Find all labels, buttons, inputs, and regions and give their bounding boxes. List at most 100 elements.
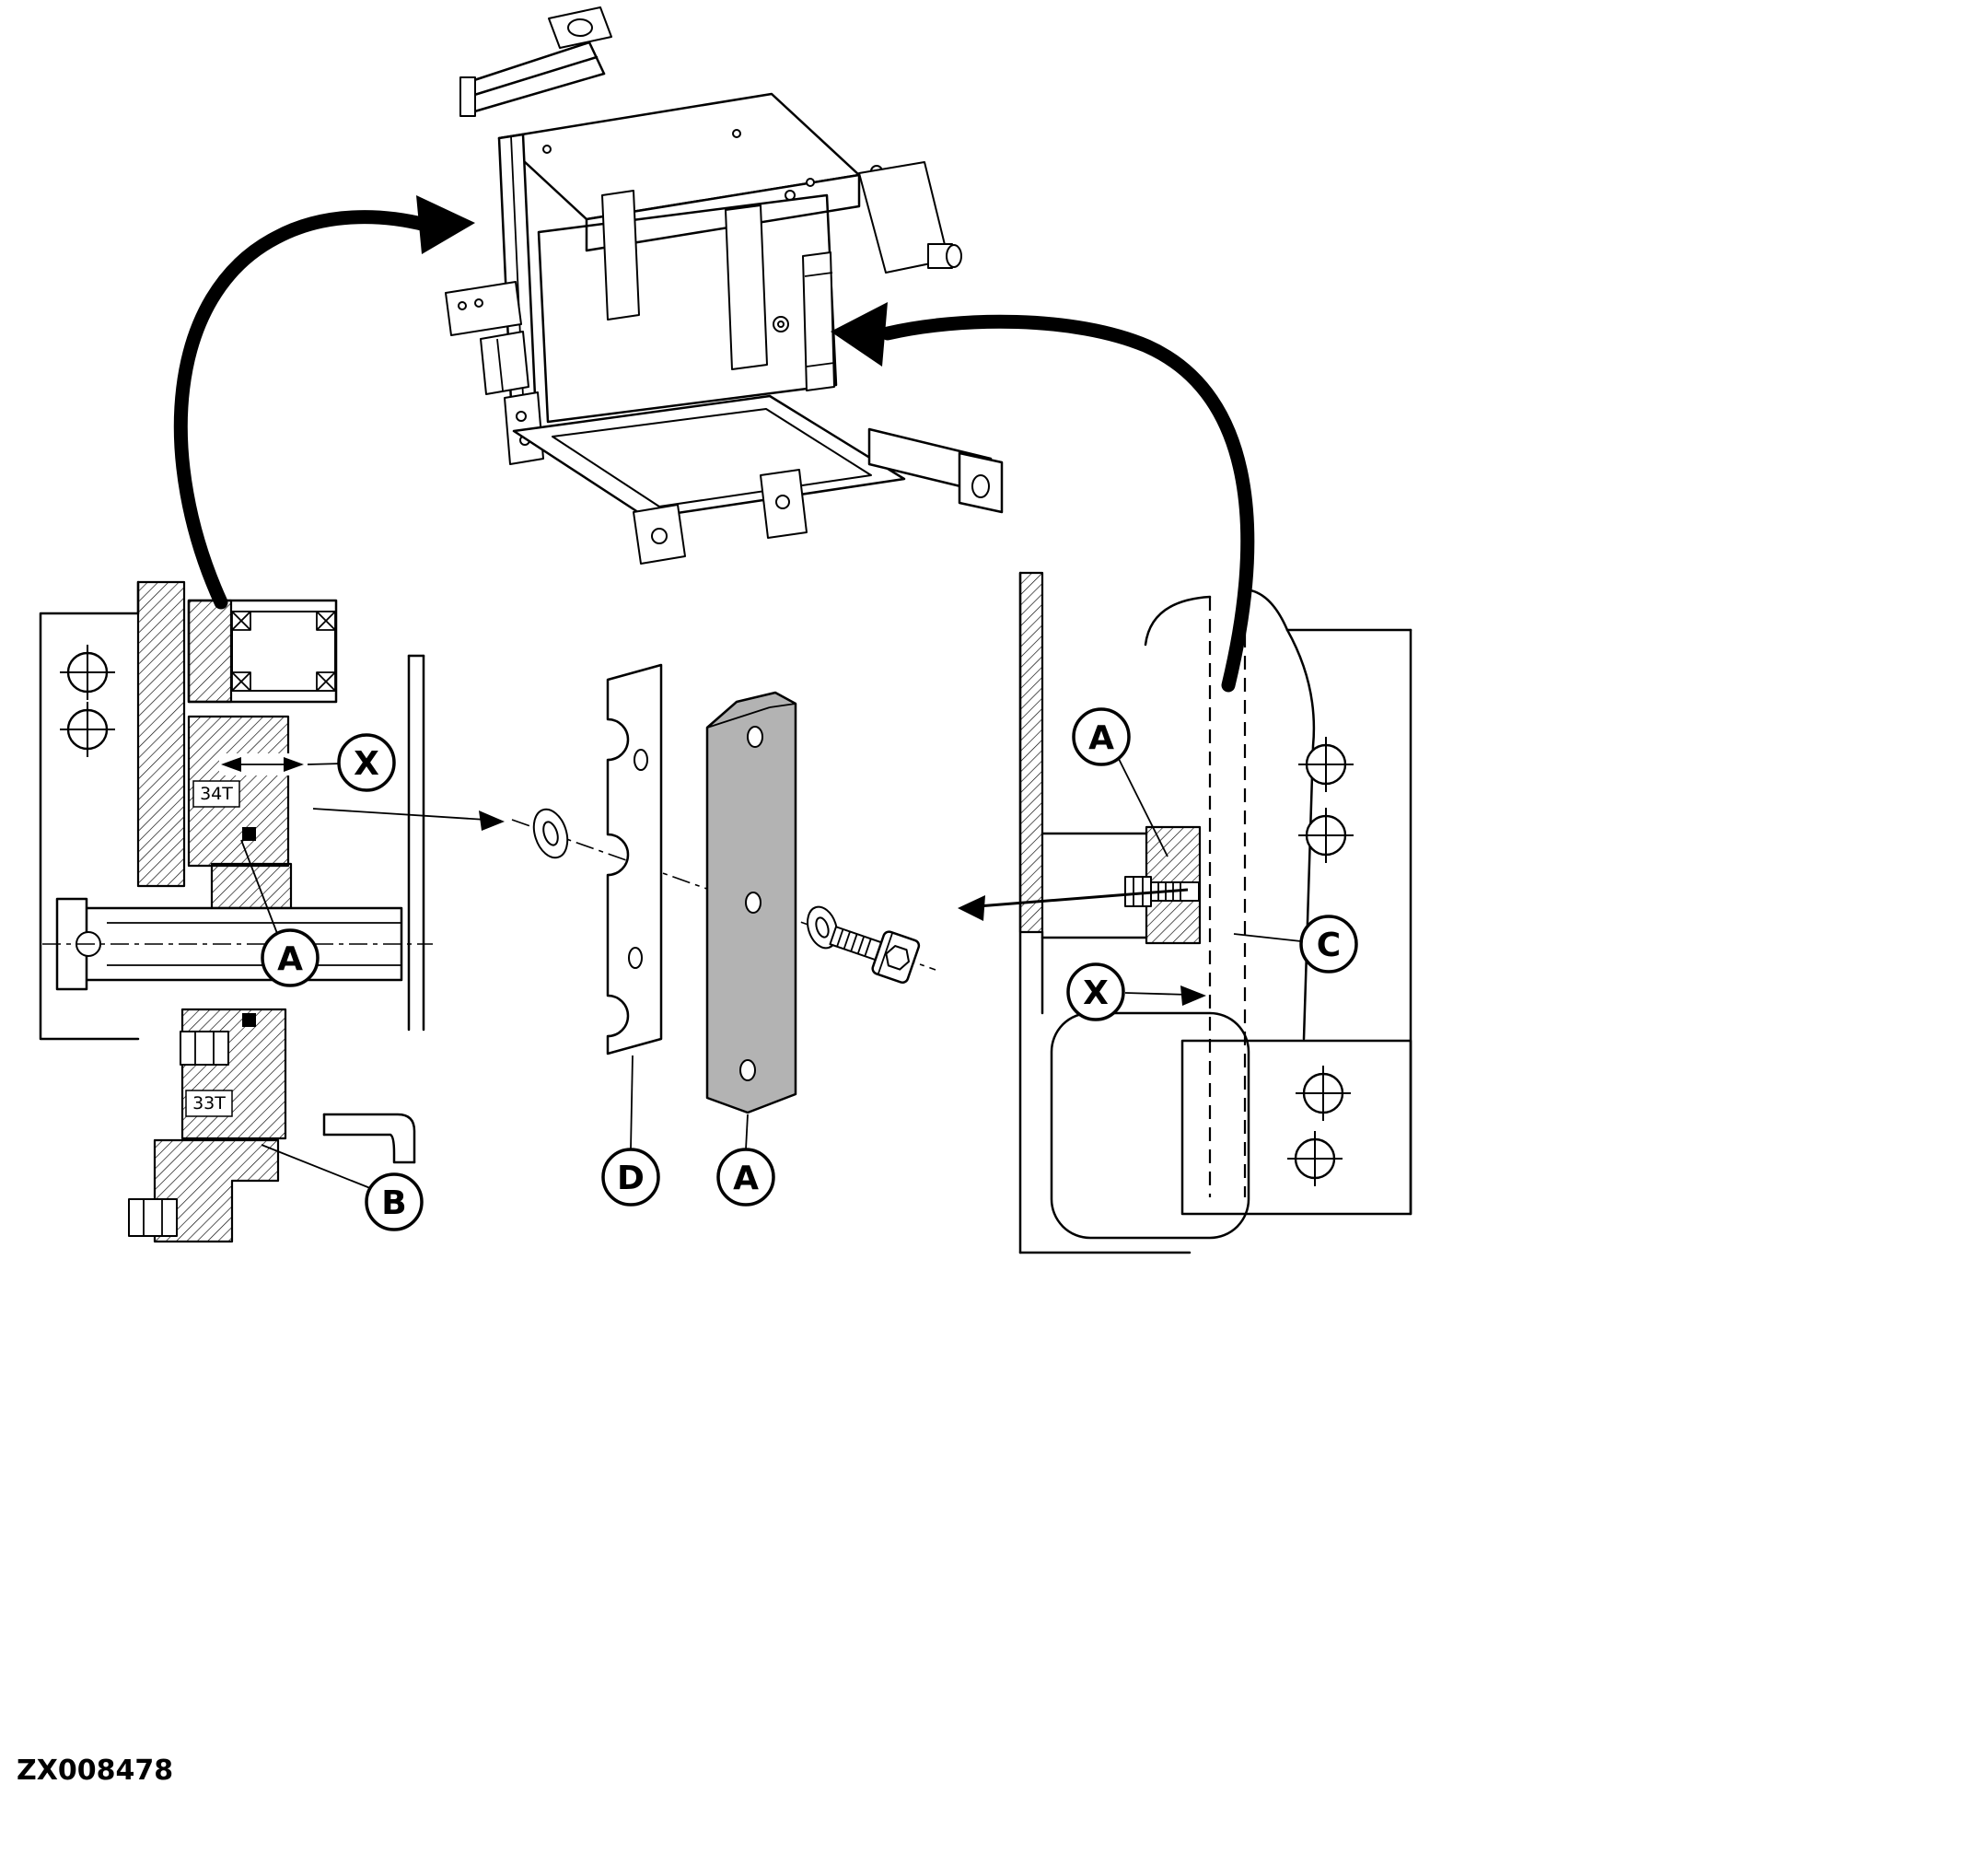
svg-text:D: D (617, 1160, 645, 1197)
gear-upper-label-box (192, 780, 240, 808)
gear-lower-section (180, 1008, 287, 1140)
foot-hole (775, 495, 790, 509)
curved-arrow-left-head-icon (416, 195, 475, 254)
center-mark-icon (1294, 1064, 1353, 1123)
housing-opening (1050, 1011, 1250, 1240)
panel-left-edge (1285, 628, 1316, 1041)
callout-x-left: X (337, 733, 396, 792)
bolt-bottom (128, 1198, 178, 1237)
left-hanger (504, 391, 544, 465)
screw-icon (474, 298, 483, 308)
leader-arrow-icon (479, 810, 505, 831)
frame-assembly-drawing (445, 6, 1004, 565)
center-mark-icon (1285, 1129, 1344, 1188)
inner-slot (601, 190, 640, 321)
left-bracket (445, 281, 522, 336)
wall-section (1018, 571, 1044, 934)
washer-icon (532, 808, 569, 859)
right-inner-bar (802, 251, 835, 391)
clevis-slot (496, 338, 504, 391)
plate-a-hole (747, 726, 763, 748)
plate-d-hole (628, 947, 643, 969)
hub-section (210, 862, 293, 910)
plate-a-hole (739, 1059, 756, 1081)
callout-leader (745, 1114, 749, 1150)
callout-leader (240, 839, 279, 937)
bar-detail (804, 272, 833, 277)
right-section-view: A C X (958, 571, 1413, 1254)
center-mark-icon (1296, 735, 1355, 794)
channel-rail (470, 41, 591, 83)
insertion-line (977, 888, 1189, 908)
tube-top (1144, 595, 1212, 647)
figure-code: ZX008478 (17, 1755, 173, 1787)
curved-arrow-right-head-icon (831, 302, 888, 367)
dim-line (1124, 992, 1189, 996)
svg-text:A: A (733, 1160, 759, 1197)
screw-icon (777, 321, 785, 328)
bar-detail (806, 362, 835, 367)
insertion-arrow-icon (958, 895, 985, 921)
plate-d (606, 663, 663, 1055)
callout-c-tube: C (1299, 915, 1358, 974)
callout-leader (1117, 756, 1168, 857)
channel-rail (470, 72, 606, 114)
bolt-mid (180, 1031, 229, 1066)
left-section-view: 34T 33T (39, 580, 505, 1243)
plate-a-bevel (706, 706, 771, 729)
svg-text:X: X (354, 745, 379, 783)
left-clevis (480, 331, 529, 395)
channel-end (459, 76, 476, 117)
center-post (725, 204, 768, 370)
gear-lower-label-box (185, 1090, 233, 1117)
svg-text:A: A (277, 940, 303, 978)
center-mark-icon (58, 700, 117, 759)
plate-d-hole (634, 749, 648, 771)
channel-end-line (587, 41, 606, 76)
key-icon (242, 827, 256, 841)
callout-leader (261, 1144, 371, 1189)
bearing-rollers-icon (231, 611, 336, 692)
callout-leader (630, 1055, 634, 1150)
bolt-head (1124, 876, 1152, 907)
center-mark-icon (1296, 806, 1355, 865)
callout-d-plate: D (601, 1148, 660, 1207)
wall-section (136, 580, 186, 888)
callout-x-right: X (1066, 962, 1125, 1021)
lower-bracket-section (153, 1138, 280, 1243)
l-bracket (322, 1133, 416, 1164)
gear-lower-label: 33T (192, 1093, 226, 1114)
screw-icon (542, 145, 552, 154)
svg-text:A: A (1088, 719, 1114, 757)
curved-arrow-left (173, 210, 433, 610)
channel-rail (470, 55, 599, 98)
lower-block (1180, 1039, 1413, 1216)
foot-hole (651, 528, 668, 544)
frame-opening (537, 193, 838, 424)
screw-icon (458, 301, 467, 310)
callout-a-plate: A (716, 1148, 775, 1207)
dim-arrow-icon (1180, 985, 1206, 1006)
callout-leader (1233, 933, 1302, 942)
gear-upper-label: 34T (200, 784, 233, 804)
screw-icon (732, 129, 741, 138)
callout-b-housing: B (365, 1172, 424, 1231)
plate-a-bevel (769, 703, 796, 708)
svg-text:X: X (1083, 974, 1109, 1012)
screw-icon (806, 178, 815, 187)
hanger-hole (516, 411, 527, 422)
svg-text:B: B (381, 1184, 406, 1222)
callout-a-right: A (1072, 707, 1131, 766)
plate-a-hole (745, 892, 761, 914)
leader-line (312, 808, 487, 821)
dim-arrow-right-icon (284, 757, 304, 772)
dim-arrow-left-icon (221, 757, 241, 772)
arm-hole (971, 474, 990, 498)
l-bracket (322, 1113, 416, 1164)
reference-arrows (173, 195, 1255, 693)
washer-icon (807, 905, 838, 950)
cap-screw-icon (829, 926, 921, 984)
channel-end-hole (567, 18, 593, 37)
